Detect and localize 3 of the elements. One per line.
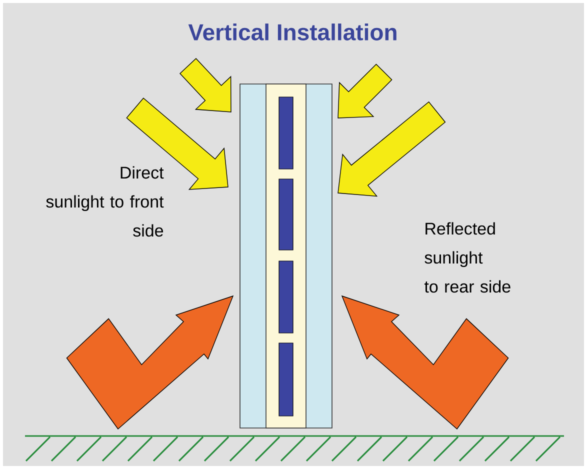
- title: Vertical Installation: [188, 24, 396, 40]
- label-text: Direct sunlight to front side: [46, 166, 164, 237]
- label-text: Reflected sunlight to rear side: [424, 222, 510, 293]
